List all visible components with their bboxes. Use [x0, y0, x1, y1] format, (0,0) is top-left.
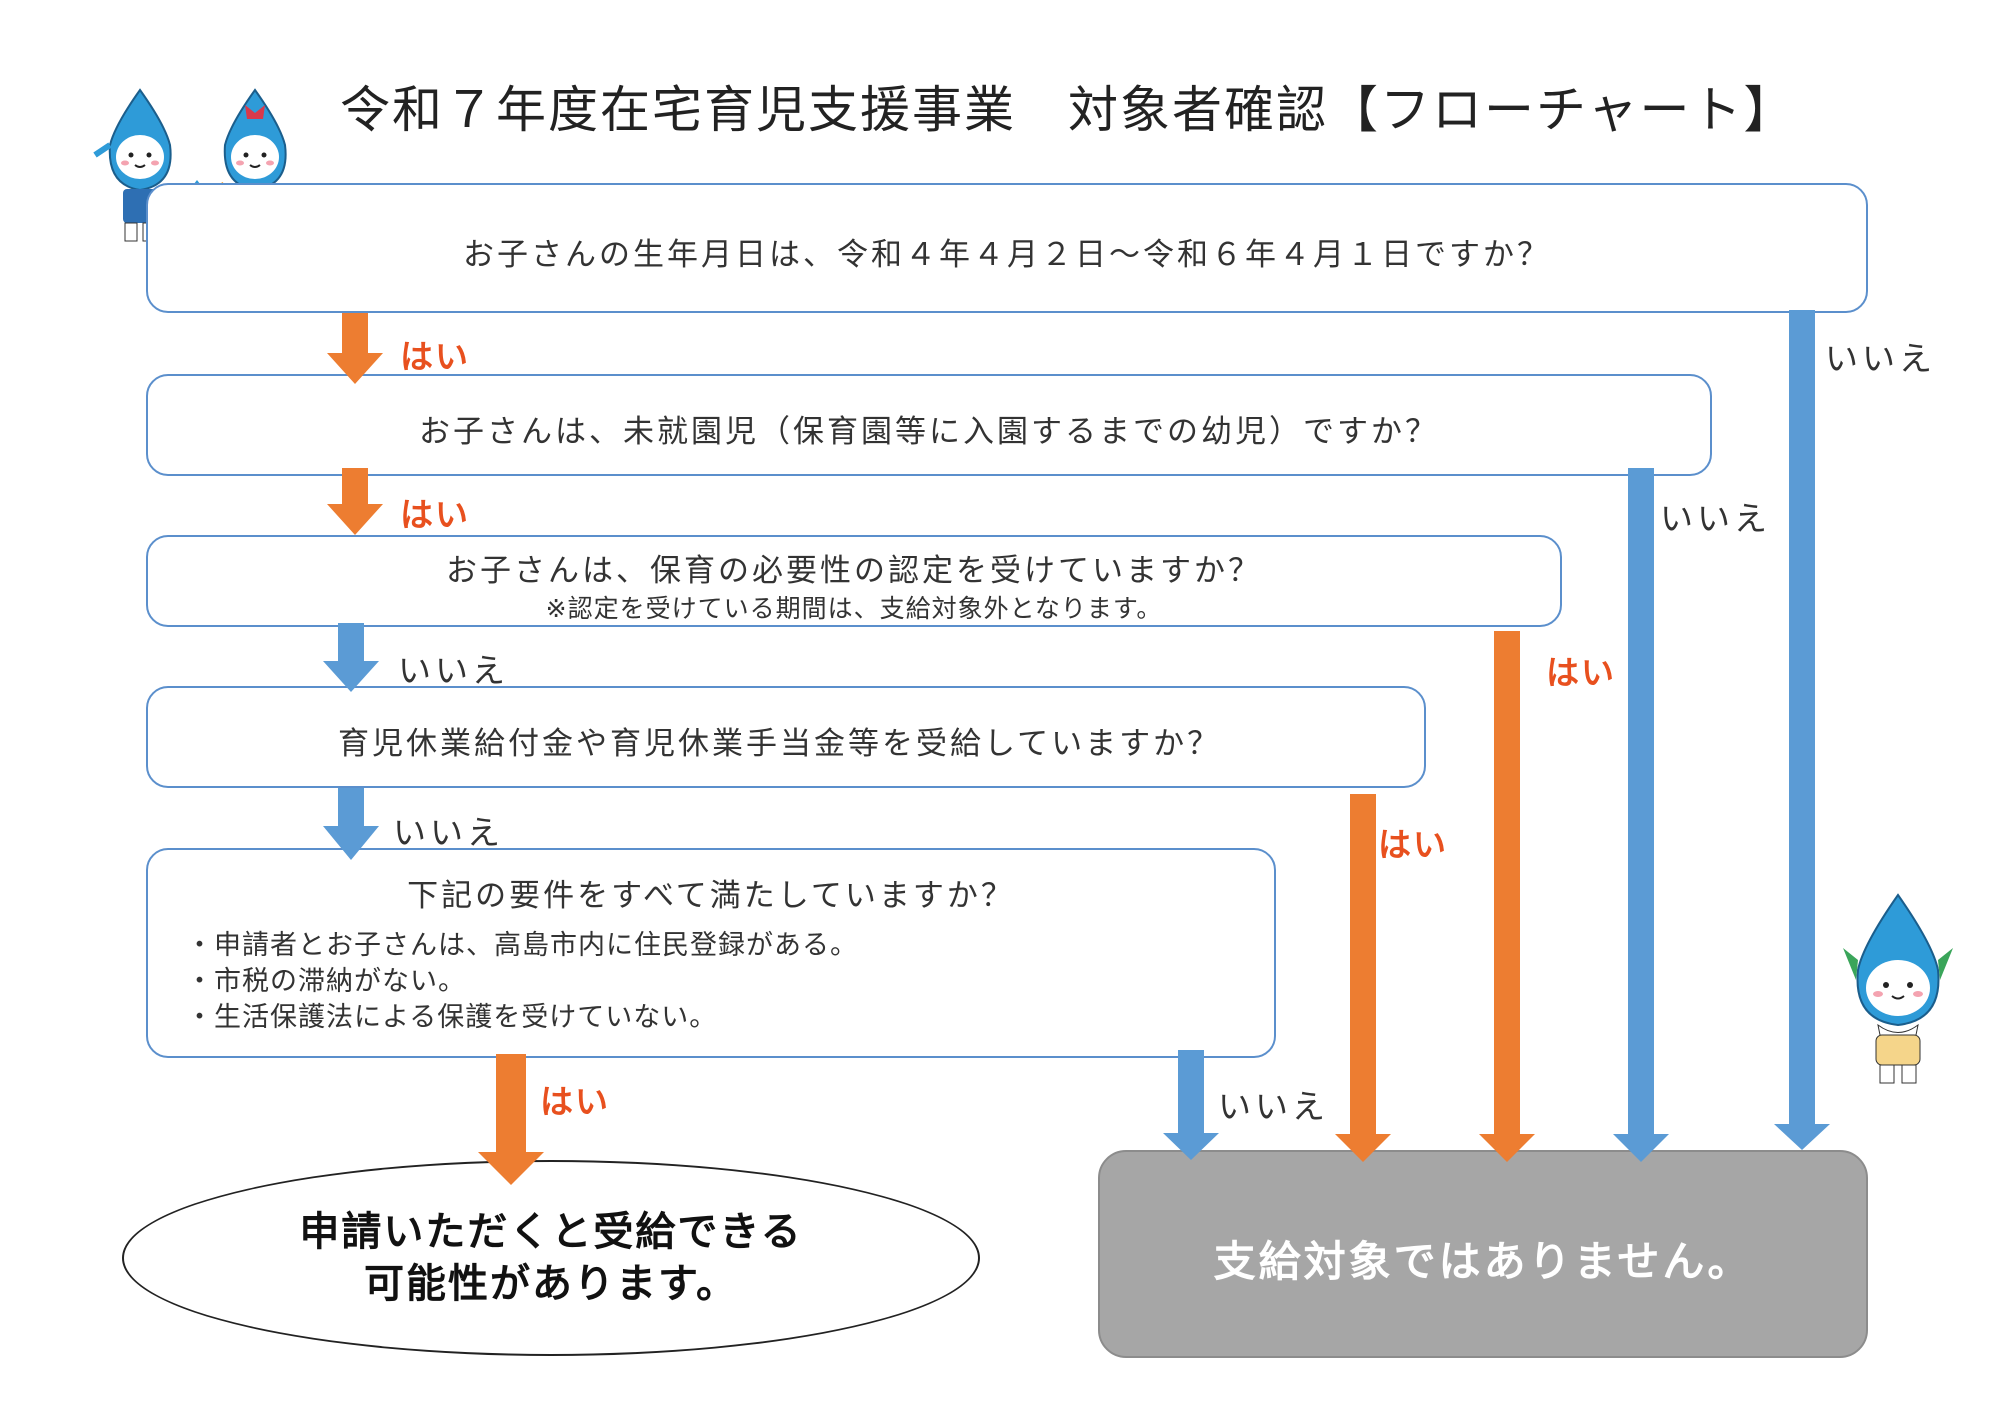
arrow-yes-q2 [327, 468, 383, 535]
label-yes-q4: はい [1378, 825, 1448, 864]
arrow-no-q3 [323, 623, 379, 692]
arrow-no-q1 [1774, 310, 1830, 1150]
label-yes-q2: はい [400, 495, 470, 534]
arrow-no-q2 [1613, 468, 1669, 1162]
label-no-q1: いいえ [1825, 339, 1936, 378]
label-no-q3: いいえ [398, 651, 509, 690]
mascot-single-icon [1838, 890, 1958, 1090]
label-no-q5: いいえ [1218, 1087, 1329, 1126]
result-eligible-ellipse: 申請いただくと受給できる 可能性があります。 [122, 1160, 980, 1356]
question-birthdate-text: お子さんの生年月日は、令和４年４月２日～令和６年４月１日ですか？ [463, 237, 1551, 273]
arrow-no-q4 [323, 788, 379, 860]
condition-item: ・申請者とお子さんは、高島市内に住民登録がある。 [186, 930, 858, 961]
question-preschool-text: お子さんは、未就園児（保育園等に入園するまでの幼児）ですか？ [419, 414, 1439, 450]
arrow-yes-q1 [327, 313, 383, 384]
result-ineligible-text: 支給対象ではありません。 [1213, 1237, 1753, 1286]
label-no-q4: いいえ [393, 813, 504, 852]
question-benefit-text: 育児休業給付金や育児休業手当金等を受給していますか？ [338, 726, 1222, 762]
page-title: 令和７年度在宅育児支援事業 対象者確認【フローチャート】 [340, 81, 1796, 139]
result-ineligible-box: 支給対象ではありません。 [1098, 1150, 1868, 1358]
question-requirements-text: 下記の要件をすべて満たしていますか？ [407, 878, 1015, 914]
arrow-yes-q3 [1479, 631, 1535, 1162]
arrow-no-q5 [1163, 1050, 1219, 1160]
question-certification-note: ※認定を受けている期間は、支給対象外となります。 [545, 594, 1163, 623]
arrow-yes-q4 [1335, 794, 1391, 1162]
question-benefit-box: 育児休業給付金や育児休業手当金等を受給していますか？ [146, 686, 1426, 788]
result-eligible-line2: 可能性があります。 [364, 1261, 738, 1307]
label-yes-q3: はい [1546, 653, 1616, 692]
label-no-q2: いいえ [1660, 499, 1771, 538]
result-eligible-line1: 申請いただくと受給できる [299, 1209, 803, 1255]
question-certification-text: お子さんは、保育の必要性の認定を受けていますか？ [446, 553, 1262, 589]
question-preschool-box: お子さんは、未就園児（保育園等に入園するまでの幼児）ですか？ [146, 374, 1712, 476]
condition-item: ・市税の滞納がない。 [186, 966, 466, 997]
result-eligible-text: 申請いただくと受給できる 可能性があります。 [124, 1206, 978, 1310]
label-yes-q5: はい [540, 1082, 610, 1121]
condition-item: ・生活保護法による保護を受けていない。 [186, 1002, 718, 1033]
question-birthdate-box: お子さんの生年月日は、令和４年４月２日～令和６年４月１日ですか？ [146, 183, 1868, 313]
question-requirements-box: 下記の要件をすべて満たしていますか？ ・申請者とお子さんは、高島市内に住民登録が… [146, 848, 1276, 1058]
label-yes-q1: はい [400, 337, 470, 376]
question-certification-box: お子さんは、保育の必要性の認定を受けていますか？ ※認定を受けている期間は、支給… [146, 535, 1562, 627]
arrow-yes-q5 [478, 1054, 544, 1185]
